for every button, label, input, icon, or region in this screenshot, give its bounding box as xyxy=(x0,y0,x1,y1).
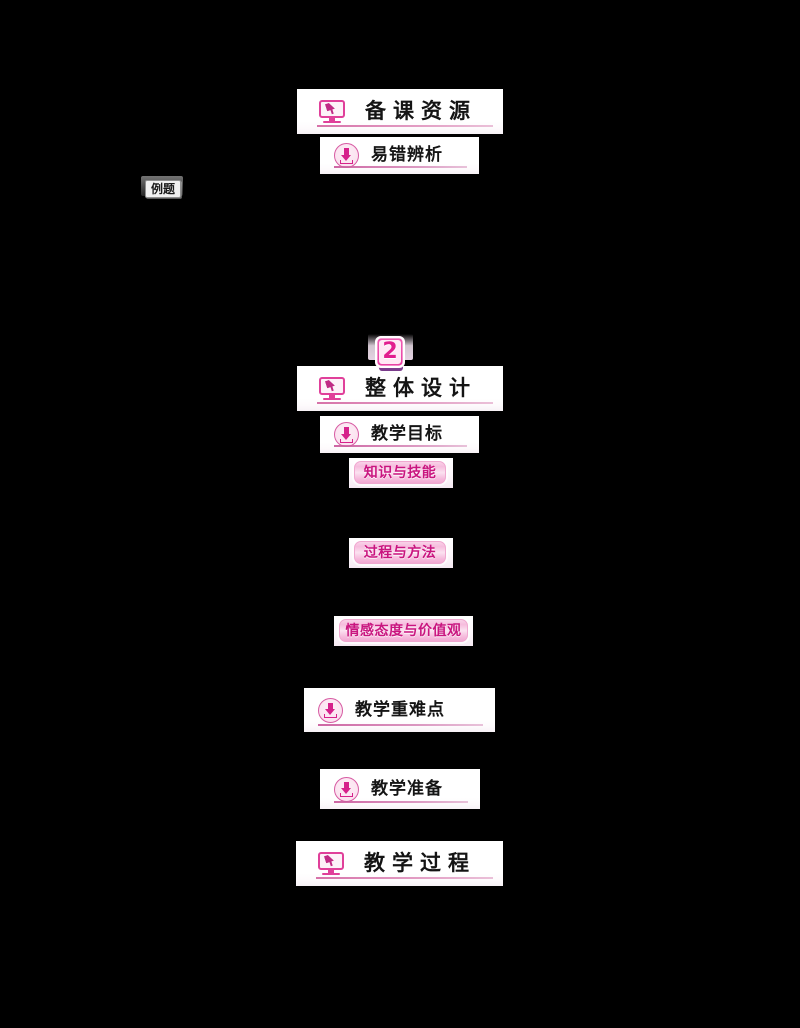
heading-row: 易错辨析 xyxy=(320,137,479,174)
section-header-jiaoxue-mubiao[interactable]: 教学目标 xyxy=(320,416,479,453)
heading-underline xyxy=(334,801,468,803)
example-chip[interactable]: 例题 xyxy=(145,180,181,198)
heading-row: 整体设计 xyxy=(297,366,503,411)
section-header-yicuo-bianxi[interactable]: 易错辨析 xyxy=(320,137,479,174)
section-badge-number: 2 xyxy=(379,340,401,364)
section-header-jiaoxue-guocheng[interactable]: 教学过程 xyxy=(296,841,503,886)
objective-pill-qinggan-taidu[interactable]: 情感态度与价值观 xyxy=(339,619,468,642)
objective-pill-label: 知识与技能 xyxy=(363,464,437,481)
objective-pill-guocheng-yu-fangfa[interactable]: 过程与方法 xyxy=(354,541,446,564)
section-title-jiaoxue-guocheng: 教学过程 xyxy=(364,851,476,875)
section-header-beike-ziyuan[interactable]: 备课资源 xyxy=(297,89,503,134)
heading-row: 教学过程 xyxy=(296,841,503,886)
download-circle-icon xyxy=(334,422,359,447)
download-circle-icon xyxy=(334,776,359,802)
download-circle-icon xyxy=(318,697,343,723)
section-header-zhengti-sheji[interactable]: 整体设计 xyxy=(297,366,503,411)
heading-underline xyxy=(334,445,467,447)
section-title-jiaoxue-zhongnandian: 教学重难点 xyxy=(355,699,445,720)
section-title-zhengti-sheji: 整体设计 xyxy=(365,376,477,400)
monitor-cursor-icon xyxy=(319,99,345,124)
download-circle-icon xyxy=(334,143,359,168)
objective-pill-label: 过程与方法 xyxy=(363,544,437,561)
section-title-jiaoxue-zhunbei: 教学准备 xyxy=(371,778,443,799)
monitor-cursor-icon xyxy=(319,376,345,401)
example-chip-label: 例题 xyxy=(150,182,175,196)
monitor-cursor-icon xyxy=(318,851,344,876)
heading-underline xyxy=(318,724,483,726)
heading-row: 备课资源 xyxy=(297,89,503,134)
heading-row: 教学重难点 xyxy=(304,688,495,732)
heading-underline xyxy=(317,125,493,127)
objective-pill-zhishi-yu-jineng[interactable]: 知识与技能 xyxy=(354,461,446,484)
section-header-jiaoxue-zhunbei[interactable]: 教学准备 xyxy=(320,769,480,809)
section-title-beike-ziyuan: 备课资源 xyxy=(365,99,477,123)
section-badge-2: 2 xyxy=(375,336,405,368)
heading-underline xyxy=(317,402,493,404)
section-header-jiaoxue-zhongnandian[interactable]: 教学重难点 xyxy=(304,688,495,732)
section-title-jiaoxue-mubiao: 教学目标 xyxy=(371,424,443,444)
heading-row: 教学准备 xyxy=(320,769,480,809)
heading-underline xyxy=(334,166,467,168)
heading-row: 教学目标 xyxy=(320,416,479,453)
section-title-yicuo-bianxi: 易错辨析 xyxy=(371,145,443,165)
objective-pill-label: 情感态度与价值观 xyxy=(345,622,462,639)
heading-underline xyxy=(316,877,493,879)
